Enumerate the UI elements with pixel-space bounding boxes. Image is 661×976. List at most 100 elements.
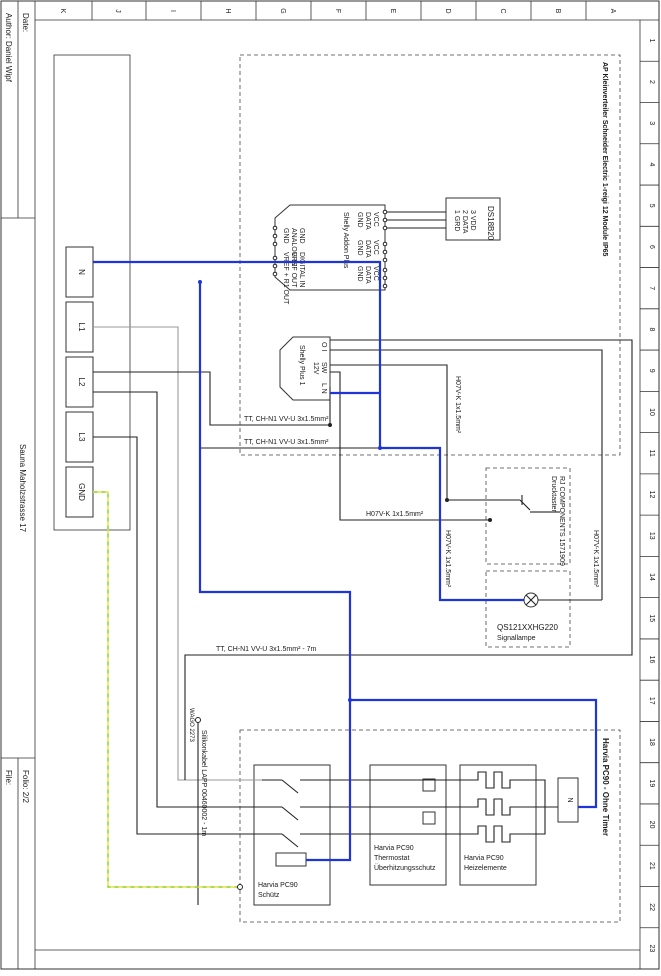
file-label: File: <box>4 770 13 785</box>
pin-dot <box>382 225 388 231</box>
ds18b20-pin: 1 GRD <box>453 210 460 231</box>
author-label: Author: Daniel Wipf <box>4 13 13 83</box>
heater-neutral-star <box>557 777 579 823</box>
enclosure-top-title: AP Kleinverteiler Schneider Electric 1-r… <box>601 62 608 257</box>
addon-pin-label: GND <box>356 212 363 228</box>
terminal-l2 <box>65 356 94 408</box>
col-label: B <box>554 9 561 14</box>
wire-l1 <box>93 326 262 781</box>
row-label: 18 <box>648 738 655 746</box>
cable-label-1: TT, CH-N1 VV-U 3x1.5mm² <box>244 416 329 423</box>
addon-pin-label: VREF + R1 OUT <box>282 252 289 305</box>
pin-dot <box>382 249 388 255</box>
shelly-pin-label: L N <box>320 383 327 394</box>
overheat-symbol <box>422 811 436 825</box>
addon-pin-label: VCC <box>372 212 379 227</box>
thermostat-name1: Harvia PC90 <box>374 845 414 852</box>
contactor-contacts <box>262 779 330 867</box>
row-label: 6 <box>648 245 655 249</box>
col-label: K <box>59 9 66 14</box>
addon-pin-label: GND <box>282 228 289 244</box>
thermostat-name3: Überhitzungsschutz <box>374 864 436 872</box>
col-label: A <box>609 9 616 14</box>
button-maker: RJ COMPONENTS 1571909 <box>558 476 565 566</box>
row-label: 9 <box>648 369 655 373</box>
date-label: Date: <box>21 13 30 32</box>
row-label: 7 <box>648 286 655 290</box>
shelly-addon-name: Shelly Addon Plus <box>342 212 349 269</box>
addon-right-pins: VCC DATA GND VCC DATA GND VCC DATA GND <box>356 212 379 284</box>
push-button-module <box>485 467 571 565</box>
col-label: F <box>334 9 341 13</box>
contactor-name2: Schütz <box>258 892 280 899</box>
thermostat-symbol <box>422 778 436 792</box>
ds18b20-pin: 3 VDD <box>469 210 476 231</box>
folio-label: Folio: 2/2 <box>21 770 30 803</box>
addon-pin-label: ANALOG IN <box>290 228 297 266</box>
row-label: 15 <box>648 614 655 622</box>
contactor-name1: Harvia PC90 <box>258 882 298 889</box>
pin-dot <box>382 267 388 273</box>
wire-l3 <box>93 436 262 835</box>
shelly-addon-plus <box>274 204 386 291</box>
row-label: 11 <box>648 450 655 457</box>
col-label: C <box>499 8 506 13</box>
pin-dot <box>272 255 278 261</box>
thermostat-name2: Thermostat <box>374 855 409 862</box>
ds18b20-name: DS18B20 <box>486 206 495 241</box>
shelly-pin-label: SW <box>320 362 327 374</box>
row-label: 5 <box>648 204 655 208</box>
pin-dot <box>272 233 278 239</box>
lamp-name: Signallampe <box>497 635 536 642</box>
terminal-label: L2 <box>77 378 86 387</box>
terminal-label: N <box>77 269 86 275</box>
heater-elements <box>459 764 537 886</box>
heater-name1: Harvia PC90 <box>464 855 504 862</box>
button-name: Drucktaster <box>550 476 557 512</box>
row-label: 16 <box>648 656 655 664</box>
signal-lamp-module <box>485 570 571 648</box>
terminal-label: L3 <box>77 433 86 442</box>
lamp-part: QS121XXHG220 <box>497 623 558 632</box>
col-label: G <box>279 8 286 13</box>
terminal-n <box>65 246 94 298</box>
wire-earth <box>93 491 240 888</box>
wago-label: WAGO 2273 <box>188 708 194 742</box>
push-button-switch-symbol <box>500 495 545 513</box>
column-ruler: A B C D E F G H I J K <box>59 1 616 20</box>
heater-element-symbols <box>470 771 530 843</box>
cable-label-2: TT, CH-N1 VV-U 3x1.5mm² <box>244 439 329 446</box>
h07-label-c: H07V-K 1x1.5mm² <box>444 530 451 588</box>
row-label: 14 <box>648 573 655 581</box>
row-label: 4 <box>648 162 655 166</box>
h07-label-a: H07V-K 1x1.5mm² <box>366 511 424 518</box>
col-label: J <box>114 9 121 13</box>
ds18b20-sensor <box>445 197 501 241</box>
terminal-label: L1 <box>77 323 86 332</box>
heater-name2: Heizelemente <box>464 865 507 872</box>
pin-dot <box>382 283 388 289</box>
pin-dot <box>272 263 278 269</box>
pin-dot <box>272 271 278 277</box>
addon-pin-label: VCC <box>372 266 379 281</box>
pin-dot <box>272 225 278 231</box>
addon-pin-label: DATA <box>364 212 371 230</box>
cable-label-3: TT, CH-N1 VV-U 3x1.5mm² - 7m <box>216 646 317 653</box>
distribution-enclosure <box>239 54 621 456</box>
addon-pin-label: DATA <box>364 240 371 258</box>
h07-label-b: H07V-K 1x1.5mm² <box>454 376 461 434</box>
row-label: 3 <box>648 121 655 125</box>
col-label: E <box>389 9 396 14</box>
row-label: 17 <box>648 697 655 705</box>
shelly-pin-label: O I <box>320 342 327 351</box>
pin-dot <box>382 217 388 223</box>
terminal-block: N L1 L2 L3 GND <box>65 246 94 518</box>
pin-dot <box>382 257 388 263</box>
row-label: 12 <box>648 491 655 499</box>
pin-dot <box>382 209 388 215</box>
row-label: 13 <box>648 532 655 540</box>
pin-dot <box>272 241 278 247</box>
addon-pin-label: GND <box>356 266 363 282</box>
